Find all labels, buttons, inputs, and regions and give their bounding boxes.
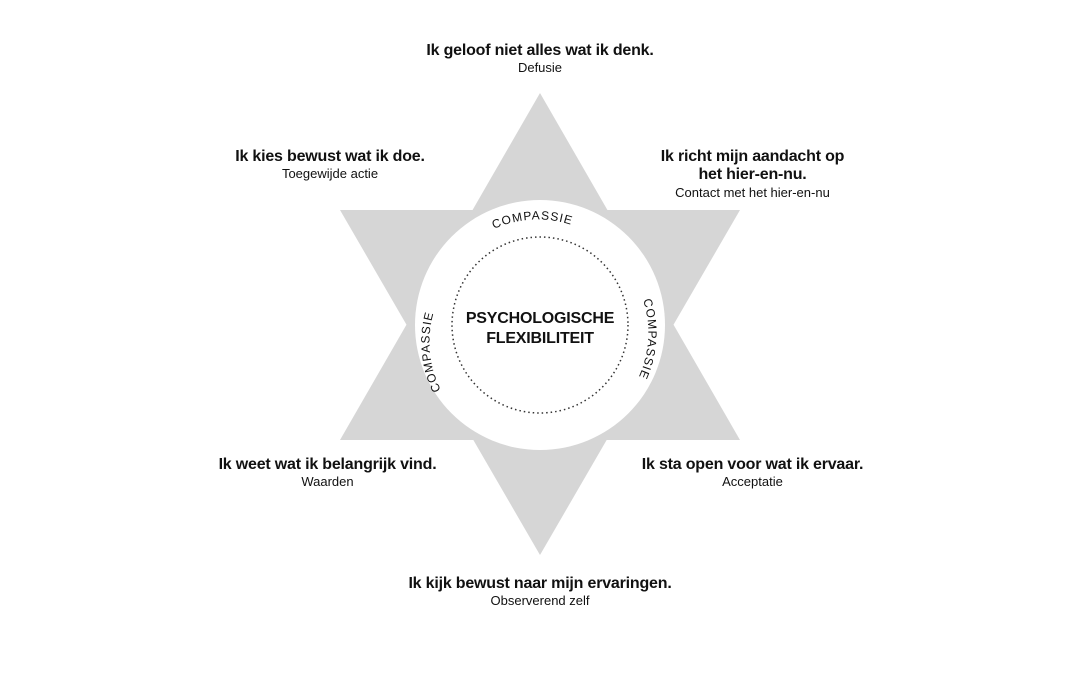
label-lower-left: Ik weet wat ik belangrijk vind. Waarden — [175, 456, 480, 490]
center-title-line1: PSYCHOLOGISCHE — [465, 310, 615, 327]
label-bottom: Ik kijk bewust naar mijn ervaringen. Obs… — [340, 575, 740, 609]
label-upper-left: Ik kies bewust wat ik doe. Toegewijde ac… — [180, 148, 480, 182]
label-upper-right-statement-line1: Ik richt mijn aandacht op — [660, 148, 845, 165]
label-lower-right: Ik sta open voor wat ik ervaar. Acceptat… — [600, 456, 905, 490]
label-upper-left-process: Toegewijde actie — [281, 166, 379, 182]
label-top-process: Defusie — [517, 60, 563, 76]
center-title: PSYCHOLOGISCHE FLEXIBILITEIT — [440, 309, 640, 349]
label-upper-right-statement-line2: het hier-en-nu. — [698, 166, 807, 184]
label-lower-left-statement: Ik weet wat ik belangrijk vind. — [218, 456, 437, 473]
label-top: Ik geloof niet alles wat ik denk. Defusi… — [340, 42, 740, 76]
label-bottom-process: Observerend zelf — [490, 593, 590, 609]
label-lower-right-process: Acceptatie — [722, 474, 783, 490]
label-lower-left-process: Waarden — [301, 474, 354, 490]
label-top-statement: Ik geloof niet alles wat ik denk. — [426, 42, 654, 59]
label-bottom-statement: Ik kijk bewust naar mijn ervaringen. — [408, 575, 672, 592]
label-upper-left-statement: Ik kies bewust wat ik doe. — [235, 148, 425, 165]
dotted-inner-ring — [451, 236, 629, 414]
center-title-line2: FLEXIBILITEIT — [486, 330, 594, 347]
label-upper-right-process: Contact met het hier-en-nu — [675, 184, 830, 200]
label-upper-right: Ik richt mijn aandacht op het hier-en-nu… — [600, 148, 905, 201]
label-lower-right-statement: Ik sta open voor wat ik ervaar. — [641, 456, 864, 473]
